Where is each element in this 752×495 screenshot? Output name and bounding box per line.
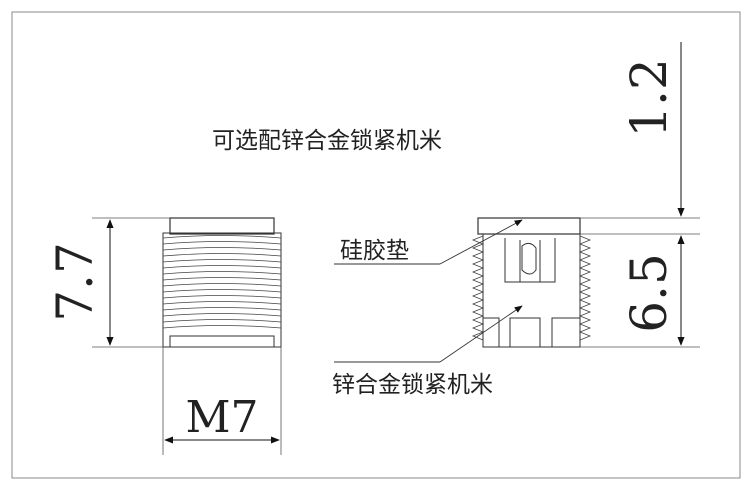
- thread-line: [162, 241, 282, 245]
- thread-line: [162, 325, 282, 329]
- thread-line: [162, 319, 282, 323]
- left-bottom-lip: [169, 335, 275, 348]
- thread-line: [162, 235, 282, 239]
- gasket-label: 硅胶垫: [340, 238, 409, 264]
- right-body-outline: [482, 234, 581, 348]
- right-cap: [477, 217, 581, 235]
- thread-line: [162, 253, 282, 257]
- right-height-label: 6.5: [620, 253, 678, 333]
- left-thread-body: [162, 232, 282, 348]
- drawing-frame: [11, 11, 741, 479]
- thread-line: [162, 307, 282, 311]
- left-thread-lines: [162, 235, 282, 329]
- thread-line: [162, 313, 282, 317]
- thread-line: [162, 265, 282, 269]
- thread-line: [162, 295, 282, 299]
- right-thread-zigzag: [471, 235, 592, 341]
- right-view: 1.2 6.5 硅胶垫 锌合金锁紧机米: [332, 42, 700, 398]
- thread-line: [162, 277, 282, 281]
- lower-block-right: [551, 317, 581, 348]
- thread-line: [162, 289, 282, 293]
- thread-size-label: M7: [185, 392, 258, 443]
- left-view: 7.7 M7: [46, 217, 282, 455]
- lower-block-mid: [509, 317, 541, 348]
- insert-leader-diagonal: [439, 305, 523, 363]
- thread-zigzag: [578, 235, 592, 341]
- top-gap-label: 1.2: [620, 58, 678, 138]
- thread-zigzag: [471, 235, 485, 341]
- thread-line: [162, 283, 282, 287]
- insert-label: 锌合金锁紧机米: [332, 372, 493, 398]
- thread-line: [162, 301, 282, 305]
- thread-line: [162, 259, 282, 263]
- silicone-gasket: [521, 242, 537, 275]
- lower-block-left: [482, 317, 500, 348]
- thread-line: [162, 247, 282, 251]
- left-height-label: 7.7: [46, 242, 104, 322]
- locking-sleeve: [504, 238, 556, 283]
- title-label: 可选配锌合金锁紧机米: [212, 128, 442, 154]
- left-cap: [169, 217, 275, 235]
- gasket-leader-diagonal: [439, 219, 523, 265]
- thread-line: [162, 271, 282, 275]
